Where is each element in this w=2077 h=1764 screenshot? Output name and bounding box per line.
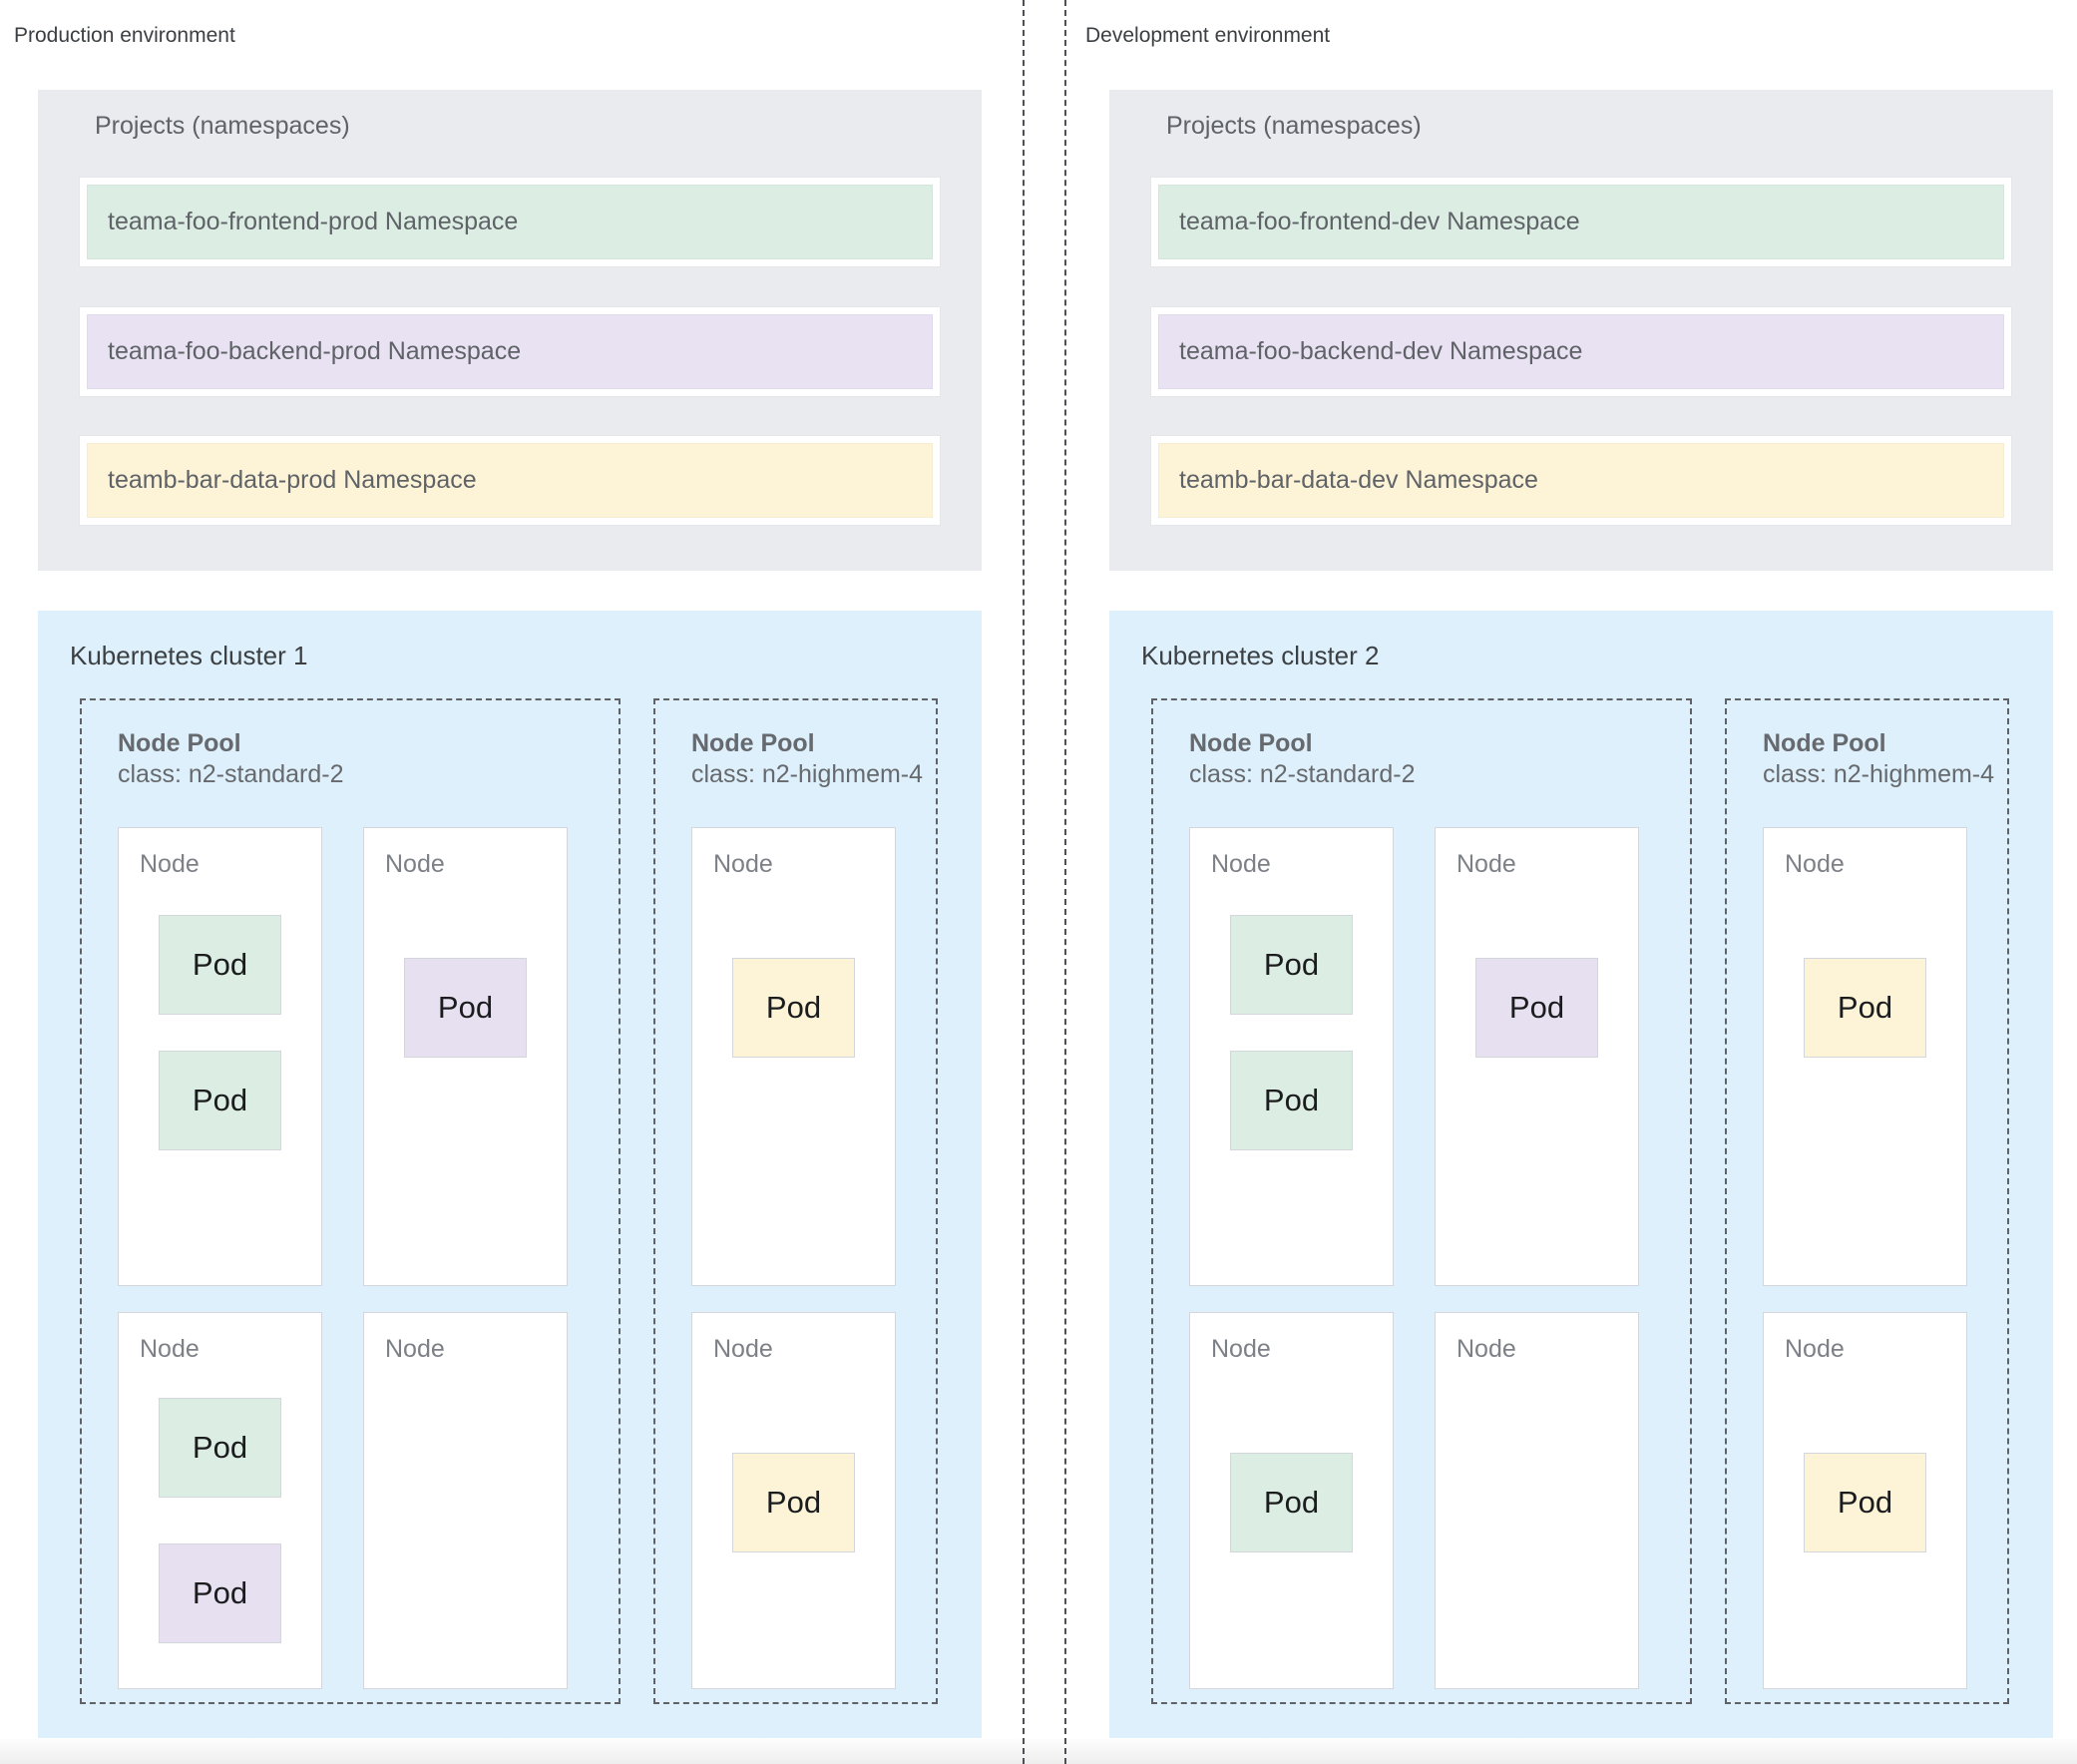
node-box: Node Pod [691, 826, 896, 1286]
pod-box: Pod [159, 914, 281, 1015]
node-pool-highmem: Node Pool class: n2-highmem-4 Node Pod N… [653, 698, 938, 1704]
node-box: Node Pod [1763, 826, 1967, 1286]
kubernetes-cluster-panel: Kubernetes cluster 1 Node Pool class: n2… [38, 611, 982, 1738]
namespace-label: teama-foo-backend-prod Namespace [87, 314, 933, 389]
node-pool-title: Node Pool [691, 729, 815, 757]
environment-section-development: Development environment Projects (namesp… [1085, 0, 2053, 1764]
node-pool-standard: Node Pool class: n2-standard-2 Node Pod … [80, 698, 621, 1704]
pod-stack: Pod [732, 1452, 855, 1552]
node-grid: Node Pod Pod Node Pod Node [1189, 826, 1648, 1689]
pod-stack: Pod [404, 957, 527, 1058]
environment-divider-line [1023, 0, 1025, 1764]
pod-box: Pod [1230, 1050, 1353, 1150]
node-label: Node [1456, 1334, 1516, 1363]
node-box: Node Pod Pod [1189, 826, 1394, 1286]
node-grid: Node Pod Pod Node Pod Node [118, 826, 577, 1689]
namespace-label: teama-foo-frontend-prod Namespace [87, 185, 933, 259]
node-grid: Node Pod Node Pod [691, 826, 901, 1689]
node-label: Node [1785, 1334, 1845, 1363]
pod-box: Pod [159, 1543, 281, 1643]
node-box: Node [363, 1311, 568, 1689]
pod-stack: Pod [1475, 957, 1598, 1058]
namespace-row-backend: teama-foo-backend-prod Namespace [80, 307, 940, 396]
namespace-row-backend: teama-foo-backend-dev Namespace [1151, 307, 2011, 396]
pod-box: Pod [159, 1050, 281, 1150]
cluster-title: Kubernetes cluster 1 [70, 641, 308, 670]
node-grid: Node Pod Node Pod [1763, 826, 1972, 1689]
node-label: Node [713, 849, 773, 878]
namespace-label: teama-foo-backend-dev Namespace [1158, 314, 2004, 389]
pod-stack: Pod Pod [1230, 914, 1353, 1150]
namespace-row-frontend: teama-foo-frontend-prod Namespace [80, 178, 940, 266]
pod-stack: Pod [1804, 957, 1926, 1058]
pod-box: Pod [404, 957, 527, 1058]
node-label: Node [140, 849, 200, 878]
pod-box: Pod [1804, 1452, 1926, 1552]
pod-box: Pod [1475, 957, 1598, 1058]
node-box: Node [1435, 1311, 1639, 1689]
node-label: Node [1785, 849, 1845, 878]
node-label: Node [1456, 849, 1516, 878]
kubernetes-cluster-panel: Kubernetes cluster 2 Node Pool class: n2… [1109, 611, 2053, 1738]
pod-stack: Pod [1804, 1452, 1926, 1552]
pod-box: Pod [1230, 914, 1353, 1015]
node-box: Node Pod [363, 826, 568, 1286]
namespace-row-data: teamb-bar-data-prod Namespace [80, 436, 940, 525]
environment-divider-line [1064, 0, 1066, 1764]
environment-section-production: Production environment Projects (namespa… [14, 0, 982, 1764]
node-label: Node [385, 1334, 445, 1363]
namespace-row-data: teamb-bar-data-dev Namespace [1151, 436, 2011, 525]
node-pool-standard: Node Pool class: n2-standard-2 Node Pod … [1151, 698, 1692, 1704]
node-pool-highmem: Node Pool class: n2-highmem-4 Node Pod N… [1725, 698, 2009, 1704]
pod-box: Pod [1230, 1452, 1353, 1552]
pod-stack: Pod Pod [159, 1397, 281, 1643]
pod-stack: Pod Pod [159, 914, 281, 1150]
node-label: Node [713, 1334, 773, 1363]
projects-panel: Projects (namespaces) teama-foo-frontend… [1109, 90, 2053, 571]
node-pool-class: class: n2-highmem-4 [691, 760, 924, 789]
node-pool-title: Node Pool [1763, 729, 1886, 757]
node-pool-class: class: n2-standard-2 [1189, 760, 1416, 789]
node-pool-title: Node Pool [1189, 729, 1313, 757]
node-box: Node Pod [1189, 1311, 1394, 1689]
pod-box: Pod [732, 957, 855, 1058]
pod-box: Pod [732, 1452, 855, 1552]
pod-box: Pod [159, 1397, 281, 1498]
cluster-title: Kubernetes cluster 2 [1141, 641, 1380, 670]
node-label: Node [140, 1334, 200, 1363]
projects-panel: Projects (namespaces) teama-foo-frontend… [38, 90, 982, 571]
namespace-label: teamb-bar-data-dev Namespace [1158, 443, 2004, 518]
node-label: Node [1211, 1334, 1271, 1363]
projects-panel-title: Projects (namespaces) [95, 112, 350, 140]
environment-title: Development environment [1085, 24, 1331, 47]
namespace-row-frontend: teama-foo-frontend-dev Namespace [1151, 178, 2011, 266]
node-box: Node Pod Pod [118, 1311, 322, 1689]
bottom-gradient-band [0, 1739, 2077, 1764]
pod-stack: Pod [732, 957, 855, 1058]
node-box: Node Pod [1763, 1311, 1967, 1689]
node-pool-title: Node Pool [118, 729, 241, 757]
namespace-label: teama-foo-frontend-dev Namespace [1158, 185, 2004, 259]
pod-box: Pod [1804, 957, 1926, 1058]
node-label: Node [1211, 849, 1271, 878]
node-pool-class: class: n2-highmem-4 [1763, 760, 1995, 789]
node-box: Node Pod [1435, 826, 1639, 1286]
node-box: Node Pod Pod [118, 826, 322, 1286]
namespace-label: teamb-bar-data-prod Namespace [87, 443, 933, 518]
pod-stack: Pod [1230, 1452, 1353, 1552]
node-label: Node [385, 849, 445, 878]
projects-panel-title: Projects (namespaces) [1166, 112, 1422, 140]
environment-title: Production environment [14, 24, 235, 47]
node-pool-class: class: n2-standard-2 [118, 760, 344, 789]
node-box: Node Pod [691, 1311, 896, 1689]
